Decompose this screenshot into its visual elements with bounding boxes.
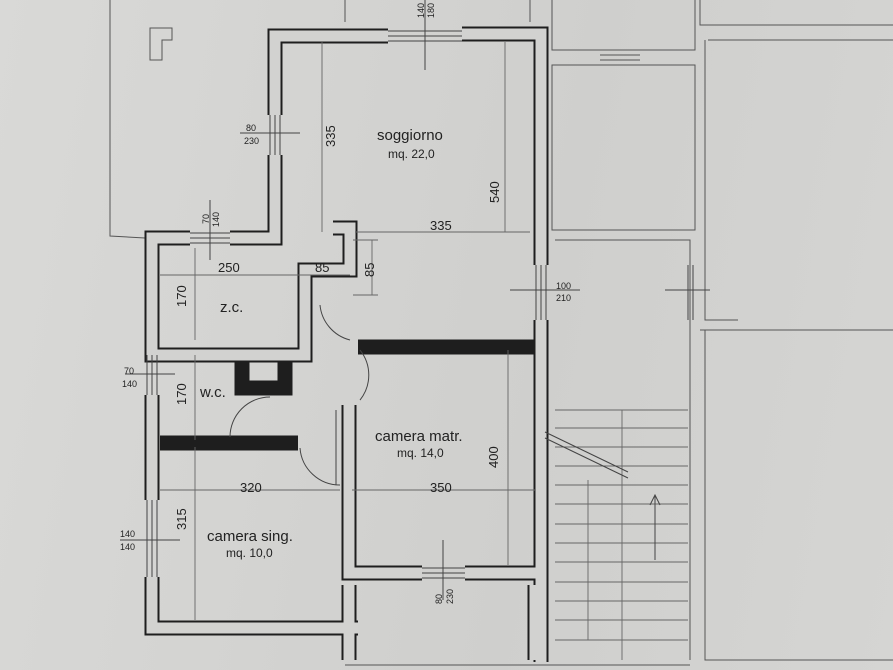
dim-text: 170: [174, 285, 189, 307]
room-area-camera-matr: mq. 14,0: [397, 446, 444, 460]
neighbour-outlines: [109, 0, 893, 666]
dim-text: 335: [430, 218, 452, 233]
opening-text: 210: [556, 293, 571, 303]
opening-text: 230: [445, 589, 455, 604]
opening-text: 70: [124, 366, 134, 376]
opening-text: 80: [246, 123, 256, 133]
opening-text: 100: [556, 281, 571, 291]
dim-text: 320: [240, 480, 262, 495]
room-name-zc: z.c.: [220, 299, 243, 316]
dimension-lines: [160, 42, 535, 620]
dim-text: 85: [315, 260, 329, 275]
openings: [120, 0, 710, 660]
room-area-soggiorno: mq. 22,0: [388, 147, 435, 161]
opening-text: 180: [426, 3, 436, 18]
room-name-camera-matr: camera matr.: [375, 428, 463, 445]
opening-text: 140: [211, 212, 221, 227]
opening-text: 230: [244, 136, 259, 146]
dim-text: 350: [430, 480, 452, 495]
opening-text: 140: [120, 529, 135, 539]
dim-text: 540: [487, 181, 502, 203]
opening-text: 70: [201, 214, 211, 224]
opening-text: 80: [434, 594, 444, 604]
room-area-camera-sing: mq. 10,0: [226, 546, 273, 560]
room-name-wc: w.c.: [199, 384, 226, 401]
opening-text: 140: [120, 542, 135, 552]
dim-text: 315: [174, 508, 189, 530]
dim-text: 335: [323, 125, 338, 147]
room-name-camera-sing: camera sing.: [207, 528, 293, 545]
dim-text: 250: [218, 260, 240, 275]
walls: [144, 26, 549, 662]
dim-text: 400: [486, 446, 501, 468]
dim-text: 85: [362, 263, 377, 277]
opening-text: 140: [122, 379, 137, 389]
dim-text: 170: [174, 383, 189, 405]
room-name-soggiorno: soggiorno: [377, 127, 443, 144]
opening-text: 140: [416, 3, 426, 18]
